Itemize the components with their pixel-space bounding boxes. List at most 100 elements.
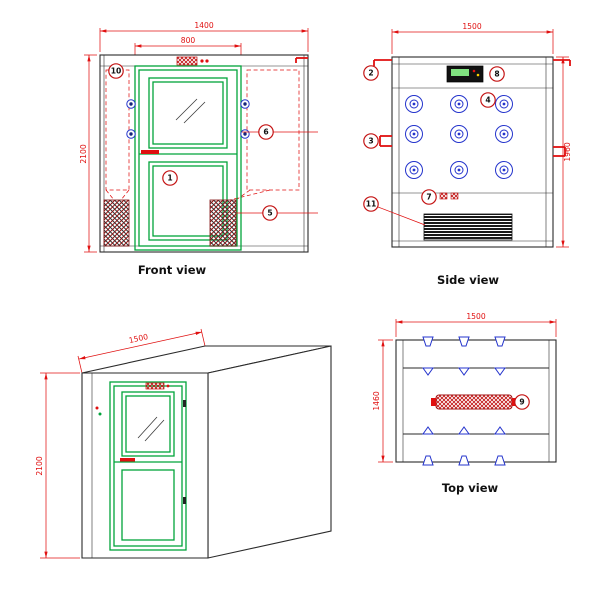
nozzle-icon (495, 95, 513, 113)
front-door-frame-inner (138, 69, 238, 247)
side-view: 1500 1960 (363, 22, 572, 287)
indicator-lamp-icon (95, 406, 99, 410)
top-nozzles-lower (422, 426, 506, 466)
top-view-label: Top view (442, 481, 499, 495)
side-top-right-hinge (553, 59, 571, 66)
side-right-door-closer (553, 146, 566, 157)
callout-number: 10 (111, 67, 122, 76)
callout-side-nozzle-bubble: 6 (258, 124, 274, 140)
callout-indicator-lamps: 7 (421, 189, 437, 205)
extension-line (200, 328, 206, 347)
side-top-left-hinge (373, 59, 392, 66)
nozzle-icon (126, 99, 136, 109)
callout-number: 2 (368, 69, 373, 78)
iso-door-handle (120, 458, 135, 462)
dim-front-overall-width: 1400 (99, 21, 309, 52)
iso-hinge-top (183, 400, 186, 407)
nozzle-icon (240, 99, 250, 109)
iso-front-face (81, 372, 209, 559)
indicator-lamp-icon (98, 412, 102, 416)
extension-line (77, 355, 83, 374)
front-interlock-indicator (176, 56, 209, 66)
indicator-lamp-icon (166, 384, 170, 388)
callout-number: 8 (494, 70, 499, 79)
front-door (134, 65, 242, 251)
glass-mark (137, 416, 158, 439)
callout-number: 1 (167, 174, 172, 183)
callout-door: 1 (162, 170, 178, 186)
nozzle-icon (405, 161, 423, 179)
callout-number: 11 (366, 200, 377, 209)
dim-top-overall-width: 1460 (372, 339, 393, 463)
top-nozzles-upper (422, 336, 506, 376)
nozzle-mount-icon (458, 336, 470, 347)
callout-exhaust-grille: 11 (363, 196, 379, 212)
nozzle-icon (450, 95, 468, 113)
nozzle-icon (240, 129, 250, 139)
callout-door-closer: 3 (363, 133, 379, 149)
side-view-label: Side view (437, 273, 499, 287)
front-door-frame-outer (134, 65, 242, 251)
front-view-label: Front view (138, 263, 207, 277)
panel-led-icon (476, 73, 480, 77)
side-control-panel (446, 65, 484, 83)
nozzle-icon (458, 367, 470, 376)
callout-ring (162, 170, 178, 186)
dimension-value: 1400 (194, 21, 213, 30)
callout-control-panel: 8 (489, 66, 505, 82)
nozzle-mount-icon (422, 455, 434, 466)
iso-door-window-outer (121, 391, 175, 457)
interlock-box (176, 56, 198, 66)
callout-number: 6 (263, 128, 268, 137)
callout-number: 9 (519, 398, 524, 407)
callout-ring (363, 196, 379, 212)
glass-mark (175, 98, 198, 121)
side-exhaust-grille (423, 213, 513, 241)
dimension-value: 2100 (79, 144, 88, 163)
nozzle-mount-icon (458, 455, 470, 466)
callout-side-nozzle: 6 (242, 124, 318, 140)
front-door-window-inner (152, 81, 224, 145)
dimension-value: 1500 (462, 22, 481, 31)
plenum-duct-line (105, 189, 115, 201)
lamp-box (439, 192, 448, 200)
iso-right-face (207, 345, 332, 559)
blower-end-cap (431, 398, 436, 406)
callout-ring (363, 133, 379, 149)
callout-number: 4 (485, 96, 490, 105)
callout-ring (489, 66, 505, 82)
glass-mark (183, 101, 206, 124)
panel-led-icon (472, 69, 476, 73)
nozzle-icon (126, 129, 136, 139)
iso-door-frame-outer (109, 381, 187, 551)
front-left-grille (103, 199, 130, 247)
iso-door-window-inner (125, 395, 171, 453)
callout-ring (514, 394, 530, 410)
iso-interlock-box (145, 382, 165, 390)
front-top-right-hinge (295, 57, 308, 63)
nozzle-mount-icon (422, 336, 434, 347)
side-indicator-lamps (439, 192, 459, 200)
callout-number: 7 (426, 193, 431, 202)
isometric-view: 1500 2100 (35, 328, 332, 559)
leader-line (377, 206, 426, 226)
callout-ring (258, 124, 274, 140)
callout-interlock: 10 (108, 63, 124, 79)
side-nozzle-grid (405, 95, 513, 179)
dimension-value: 2100 (35, 456, 44, 475)
front-view: 1400 800 2100 (79, 21, 318, 277)
callout-ring (480, 92, 496, 108)
nozzle-icon (494, 367, 506, 376)
plenum-duct-line (120, 189, 130, 201)
dim-top-overall-depth: 1500 (395, 312, 557, 337)
dimension-value: 1500 (128, 332, 149, 345)
callout-top-hinge: 2 (363, 65, 379, 81)
front-door-window-outer (148, 77, 228, 149)
nozzle-icon (495, 125, 513, 143)
dim-side-overall-depth: 1500 (391, 22, 554, 54)
iso-hinge-bottom (183, 497, 186, 504)
nozzle-icon (458, 426, 470, 435)
dim-iso-depth: 1500 (77, 328, 206, 374)
